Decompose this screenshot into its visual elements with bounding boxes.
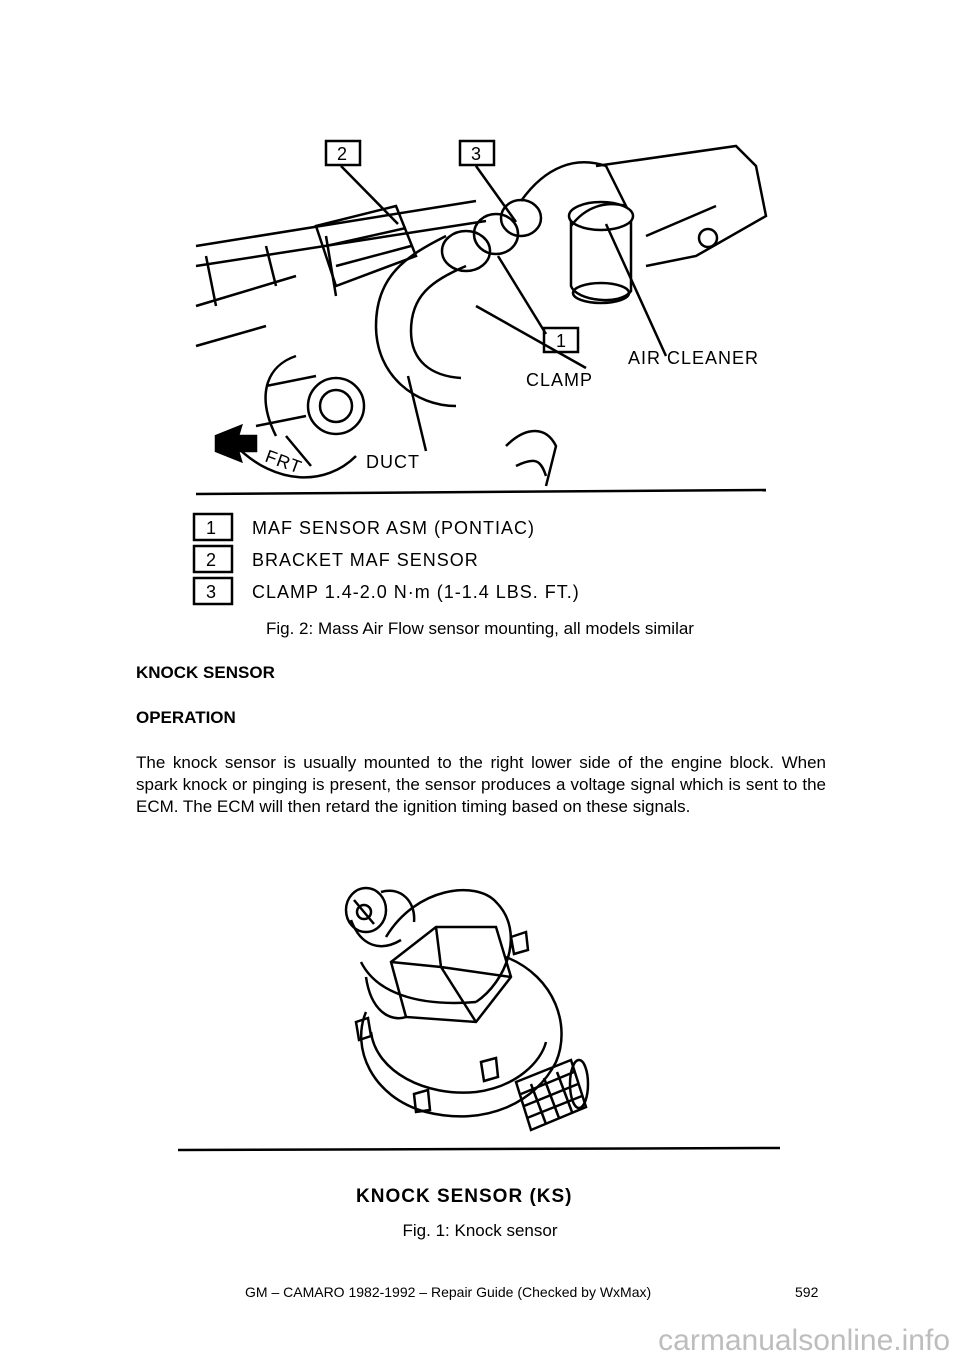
legend-text-1: MAF SENSOR ASM (PONTIAC)	[252, 518, 535, 538]
maf-sensor-figure: 2 3 1 AIR CLEANER CLAMP DUCT FRT 1 2 3 M…	[176, 106, 784, 612]
knock-sensor-label: KNOCK SENSOR (KS)	[356, 1186, 573, 1207]
legend-box-2	[192, 544, 234, 574]
watermark: carmanualsonline.info	[658, 1324, 950, 1357]
callout-box-2	[324, 139, 362, 167]
callout-1-label: 1	[556, 331, 567, 351]
callout-box-3	[458, 139, 496, 167]
knock-sensor-figure: KNOCK SENSOR (KS)	[176, 862, 784, 1214]
maf-sensor-drawing: 2 3 1 AIR CLEANER CLAMP DUCT FRT 1 2 3 M…	[192, 139, 768, 606]
clamp-label: CLAMP	[526, 370, 593, 390]
figure-1-caption: Fig. 1: Knock sensor	[402, 1221, 558, 1240]
callout-3-label: 3	[471, 144, 482, 164]
legend-box-3	[192, 576, 234, 606]
section-heading: KNOCK SENSOR	[136, 663, 275, 682]
legend-num-1: 1	[206, 518, 217, 538]
page-number: 592	[795, 1284, 819, 1300]
legend-num-2: 2	[206, 550, 217, 570]
operation-paragraph: The knock sensor is usually mounted to t…	[136, 753, 826, 816]
legend-box-1	[192, 512, 234, 542]
legend-text-2: BRACKET MAF SENSOR	[252, 550, 479, 570]
figure-2-caption: Fig. 2: Mass Air Flow sensor mounting, a…	[266, 619, 694, 638]
legend-num-3: 3	[206, 582, 217, 602]
legend-text-3: CLAMP 1.4-2.0 N·m (1-1.4 LBS. FT.)	[252, 582, 580, 602]
callout-2-label: 2	[337, 144, 348, 164]
duct-label: DUCT	[366, 452, 420, 472]
section-subheading: OPERATION	[136, 708, 236, 727]
knock-sensor-drawing: KNOCK SENSOR (KS)	[177, 886, 781, 1207]
callout-box-1	[542, 326, 580, 354]
air-cleaner-label: AIR CLEANER	[628, 348, 759, 368]
footer-title: GM – CAMARO 1982-1992 – Repair Guide (Ch…	[245, 1284, 652, 1300]
